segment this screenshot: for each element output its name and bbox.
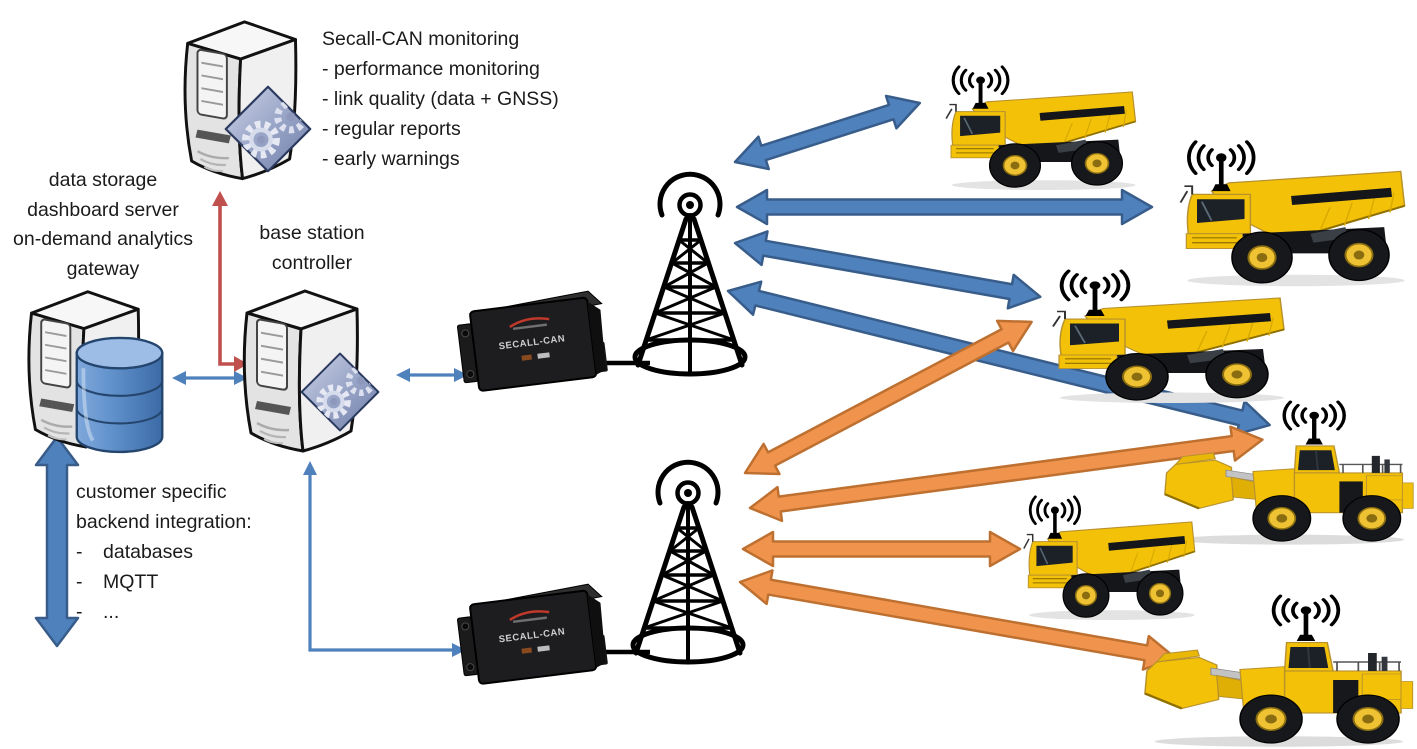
radio-link-orange-1 xyxy=(743,319,1033,476)
backend-note-line: backend integration: xyxy=(76,511,252,533)
gateway-server-label: data storage dashboard server on-demand … xyxy=(0,166,206,284)
wheel-loader-2 xyxy=(1145,596,1413,747)
bullet-text: databases xyxy=(103,541,193,563)
wheel-loader-1 xyxy=(1165,402,1413,545)
monitoring-note-item: - regular reports xyxy=(322,118,461,140)
bsc-label-line: base station xyxy=(259,222,365,244)
database-icon xyxy=(74,335,165,454)
gateway-label-line: data storage xyxy=(48,169,158,191)
connector-monitoring-red xyxy=(212,191,248,372)
backend-bullet: - MQTT xyxy=(76,567,252,597)
bullet-dash: - xyxy=(76,541,83,563)
backend-note: customer specific backend integration: -… xyxy=(76,477,252,627)
bullet-dash: - xyxy=(76,601,83,623)
monitoring-note-item: - link quality (data + GNSS) xyxy=(322,88,559,110)
dump-truck-4 xyxy=(1024,497,1195,620)
radio-link-blue-3 xyxy=(733,230,1042,310)
radio-modem-1: SECALL-CAN xyxy=(456,290,608,392)
radio-link-orange-3 xyxy=(741,530,1022,568)
monitoring-note-item: - early warnings xyxy=(322,148,460,170)
bsc-server-icon xyxy=(242,289,378,453)
connector-bsc-modem1 xyxy=(396,368,468,382)
radio-links-tower2-orange xyxy=(738,319,1264,671)
backend-bullet: - ... xyxy=(76,597,252,627)
monitoring-server-icon xyxy=(183,20,310,181)
radio-modem-2: SECALL-CAN xyxy=(456,583,608,685)
brand-swoosh-icon xyxy=(509,317,550,328)
gateway-label-line: on-demand analytics xyxy=(13,228,193,250)
radio-tower-2 xyxy=(633,462,743,662)
gateway-server-icon xyxy=(27,290,165,454)
bullet-dash: - xyxy=(76,571,83,593)
backend-note-line: customer specific xyxy=(76,481,227,503)
bsc-label-line: controller xyxy=(271,252,353,274)
gateway-label-line: gateway xyxy=(66,257,140,280)
monitoring-note: Secall-CAN monitoring - performance moni… xyxy=(322,24,559,174)
monitoring-note-item: - performance monitoring xyxy=(322,58,540,80)
bsc-label: base station controller xyxy=(233,218,391,278)
radio-tower-1 xyxy=(635,174,745,374)
backend-integration-arrow xyxy=(34,435,80,648)
connector-gateway-bsc xyxy=(172,371,248,385)
dump-truck-2 xyxy=(1181,142,1405,286)
brand-swoosh-icon xyxy=(509,610,550,621)
gateway-label-line: dashboard server xyxy=(27,198,179,221)
monitoring-note-title: Secall-CAN monitoring xyxy=(322,28,520,50)
bullet-text: ... xyxy=(103,601,120,623)
bullet-text: MQTT xyxy=(103,571,159,593)
radio-link-blue-1 xyxy=(733,94,922,171)
connector-bsc-modem2 xyxy=(303,461,466,657)
dump-truck-1 xyxy=(946,67,1135,190)
backend-bullet: - databases xyxy=(76,537,252,567)
radio-link-orange-2 xyxy=(748,425,1264,523)
radio-link-blue-2 xyxy=(735,188,1154,226)
